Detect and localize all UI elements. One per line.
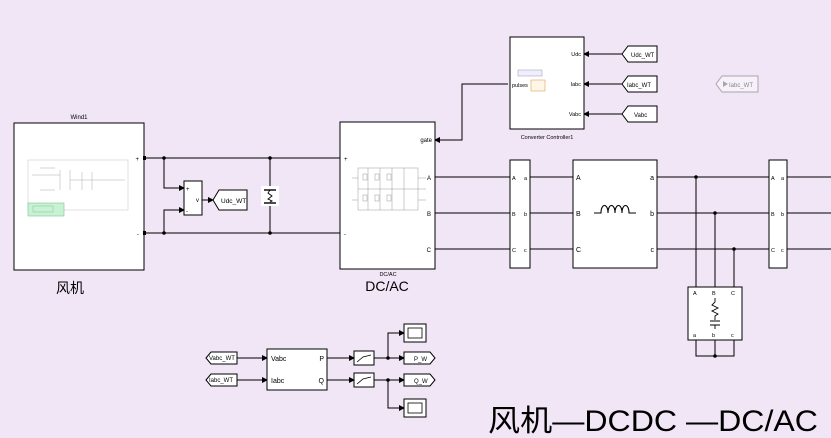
dcac-port-minus: -: [344, 232, 346, 238]
inductor-c-out: c: [651, 247, 655, 254]
load-bot-c: c: [731, 333, 734, 339]
dc-link-capacitor[interactable]: [261, 186, 279, 206]
vabc-from-tag-power[interactable]: Vabc_WT: [205, 351, 238, 365]
meas2-b-out: b: [781, 212, 784, 218]
udc-from-tag[interactable]: Udc_WT: [621, 45, 658, 63]
rlc-load-block[interactable]: A B C a b c: [687, 286, 743, 341]
meas1-b-out: b: [524, 212, 527, 218]
load-bot-a: a: [693, 333, 697, 339]
signal-lines: [144, 51, 831, 411]
udc-goto-tag[interactable]: Udc_WT: [212, 189, 248, 211]
dcac-block-title: DC/AC: [379, 272, 396, 278]
inductor-c-in: C: [576, 247, 581, 254]
vmeas-port-plus: +: [186, 187, 190, 193]
controller-caption: Converter Controller1: [521, 135, 574, 141]
inductor-b-out: b: [650, 211, 654, 218]
load-bot-b: b: [712, 333, 715, 339]
controller-in-pulses: pulses: [512, 83, 528, 89]
inductor-b-in: B: [576, 211, 581, 218]
controller-port-vabc: Vabc: [569, 112, 581, 118]
iabc-from-tag-power[interactable]: Iabc_WT: [205, 373, 238, 387]
meas1-a-out: a: [524, 176, 528, 182]
wind-port-minus: -: [137, 232, 139, 238]
controller-port-udc: Udc: [571, 52, 581, 58]
vabc-from-label: Vabc: [634, 113, 647, 119]
udc-goto-label: Udc_WT: [221, 198, 246, 205]
vabc-in-label: Vabc_WT: [209, 356, 235, 362]
converter-controller-block[interactable]: pulses Udc Iabc Vabc Converter Controlle…: [509, 36, 585, 141]
iabc-goto-label: Iabc_WT: [729, 83, 753, 89]
power-calc-block[interactable]: Vabc Iabc P Q: [266, 348, 328, 391]
dcac-port-gate: gate: [420, 138, 432, 144]
wind-block-title: Wind1: [70, 115, 88, 121]
dcac-converter-block[interactable]: gate + - A B C DC/AC DC/AC: [339, 121, 436, 294]
meas2-a-out: a: [781, 176, 785, 182]
meas2-a-in: A: [771, 176, 775, 182]
wind-port-plus: +: [135, 157, 139, 163]
footer-annotation: 风机—DCDC —DC/AC: [488, 405, 818, 438]
udc-from-label: Udc_WT: [631, 53, 655, 59]
q-goto-tag[interactable]: Q_W: [403, 373, 436, 387]
dcac-port-b: B: [427, 212, 431, 218]
load-top-c: C: [731, 291, 735, 297]
iabc-from-tag[interactable]: Iabc_WT: [621, 75, 658, 93]
vabc-from-tag[interactable]: Vabc: [621, 105, 658, 123]
dcac-port-c: C: [427, 248, 432, 254]
scope-p-block[interactable]: [403, 323, 427, 343]
controller-port-iabc: Iabc: [571, 82, 582, 88]
q-goto-label: Q_W: [414, 379, 428, 385]
p-goto-tag[interactable]: P_W: [403, 351, 436, 365]
iabc-from-label: Iabc_WT: [627, 83, 651, 89]
iabc-in-label: Iabc_WT: [209, 378, 233, 384]
vmeas-port-minus: -: [186, 209, 188, 215]
gain-block-p[interactable]: [353, 350, 375, 366]
three-phase-measurement-2[interactable]: A a B b C c: [768, 159, 788, 269]
three-phase-inductor-block[interactable]: A B C a b c: [572, 159, 658, 269]
inductor-a-in: A: [576, 175, 581, 182]
dcac-port-plus: +: [344, 157, 348, 163]
voltage-measurement-block[interactable]: + v -: [183, 180, 203, 216]
vmeas-port-v: v: [196, 198, 199, 204]
wind-turbine-block[interactable]: Wind1 + - 风机: [13, 115, 146, 296]
meas2-b-in: B: [771, 212, 775, 218]
load-top-a: A: [693, 291, 697, 297]
meas2-c-out: c: [781, 248, 784, 254]
load-top-b: B: [712, 291, 716, 297]
power-out-q: Q: [319, 378, 325, 385]
p-goto-label: P_W: [414, 357, 427, 363]
meas2-c-in: C: [771, 248, 775, 254]
dcac-block-caption: DC/AC: [365, 278, 409, 294]
junction-dots: [162, 156, 736, 382]
power-out-p: P: [319, 356, 324, 363]
gain-block-q[interactable]: [353, 372, 375, 388]
three-phase-measurement-1[interactable]: A a B b C c: [509, 159, 531, 269]
scope-q-block[interactable]: [403, 398, 427, 418]
iabc-goto-tag[interactable]: Iabc_WT: [715, 75, 759, 93]
dcac-port-a: A: [427, 176, 431, 182]
power-in-vabc: Vabc: [271, 356, 287, 363]
inductor-a-out: a: [650, 175, 654, 182]
meas1-c-out: c: [524, 248, 527, 254]
meas1-a-in: A: [512, 176, 516, 182]
meas1-c-in: C: [512, 248, 516, 254]
wind-block-caption: 风机: [56, 280, 84, 296]
power-in-iabc: Iabc: [271, 378, 285, 385]
meas1-b-in: B: [512, 212, 516, 218]
